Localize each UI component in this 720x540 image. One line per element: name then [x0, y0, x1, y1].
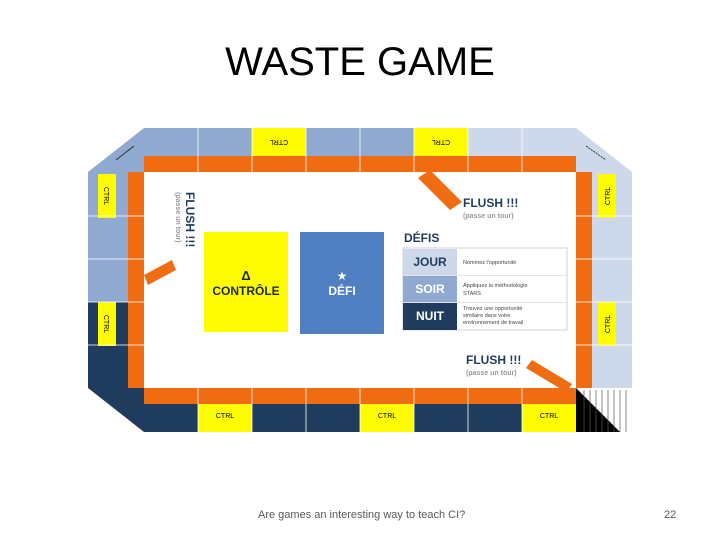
ctrl-label-bottom-3: CTRL: [540, 413, 558, 420]
top-ctrl-cell-2: [414, 128, 468, 156]
slide-footer: Are games an interesting way to teach CI…: [258, 509, 466, 521]
ctrl-label-left-2: CTRL: [102, 315, 109, 333]
flush-sub-bottom: (passe un tour): [466, 370, 517, 377]
left-ctrl-cell-2: [98, 302, 116, 346]
page-number: 22: [664, 509, 677, 521]
defi-desc-soir-2: STARS: [463, 291, 481, 297]
defi-label: DÉFI: [328, 283, 355, 298]
bottom-ctrl-cell-1: [198, 404, 252, 432]
bottom-ctrl-cell-3: [522, 404, 576, 432]
defis-title: DÉFIS: [404, 230, 439, 245]
defi-desc-soir-1: Appliquez la méthodologie: [463, 283, 528, 289]
defi-row-jour: [403, 249, 457, 275]
defi-label-nuit: NUIT: [416, 309, 445, 323]
left-orange-bar: [128, 172, 144, 388]
flush-slide-bottom: [526, 360, 572, 392]
flush-slide-left: [144, 260, 176, 285]
cell-dividers: [88, 128, 632, 432]
defi-desc-nuit-1: Trouvez une opportunité: [463, 306, 522, 312]
defi-label-soir: SOIR: [415, 282, 445, 296]
finish-stripes: [583, 390, 627, 432]
ctrl-label-bottom-1: CTRL: [216, 413, 234, 420]
defi-desc-nuit-3: environnement de travail: [463, 320, 523, 326]
board-corner-top-left: [88, 128, 144, 172]
right-ctrl-cell-2: [598, 302, 616, 346]
board-corner-bottom-left: [88, 388, 144, 432]
ctrl-label-bottom-2: CTRL: [378, 413, 396, 420]
flush-label-bottom: FLUSH !!!: [466, 353, 521, 367]
control-card: [204, 232, 288, 332]
flush-label-top: FLUSH !!!: [463, 196, 518, 210]
flush-sub-top: (passe un tour): [463, 213, 514, 220]
board-corner-top-right: [576, 128, 632, 172]
arrow-bottom-left: [117, 395, 135, 409]
defi-card: [300, 232, 384, 334]
control-symbol: Δ: [241, 268, 250, 283]
arrow-top-left: [115, 145, 135, 161]
board-finish-black: [576, 388, 620, 432]
arrow-top-right: [585, 145, 607, 161]
defi-symbol: ★: [337, 269, 348, 283]
ctrl-label-top-1: CTRL: [270, 138, 288, 145]
flush-label-left: FLUSH !!!: [183, 192, 197, 247]
defi-row-soir: [403, 276, 457, 302]
slide-title: WASTE GAME: [225, 40, 495, 84]
defi-desc-nuit-2: similaire dans votre: [463, 313, 510, 319]
ctrl-label-right-1: CTRL: [605, 187, 612, 205]
top-ctrl-cell-1: [252, 128, 306, 156]
bottom-ctrl-cell-2: [360, 404, 414, 432]
left-ctrl-cell-1: [98, 174, 116, 218]
ctrl-label-top-2: CTRL: [432, 138, 450, 145]
ctrl-label-right-2: CTRL: [605, 315, 612, 333]
flush-slide-top: [418, 170, 462, 210]
defi-desc-jour-1: Nommez l'opportunité: [463, 260, 516, 266]
flush-sub-left: (passe un tour): [174, 192, 181, 243]
ctrl-label-left-1: CTRL: [102, 187, 109, 205]
control-label: CONTRÔLE: [212, 283, 279, 298]
right-orange-bar: [576, 172, 592, 388]
defi-label-jour: JOUR: [413, 255, 447, 269]
right-ctrl-cell-1: [598, 174, 616, 218]
defi-row-nuit: [403, 303, 457, 330]
